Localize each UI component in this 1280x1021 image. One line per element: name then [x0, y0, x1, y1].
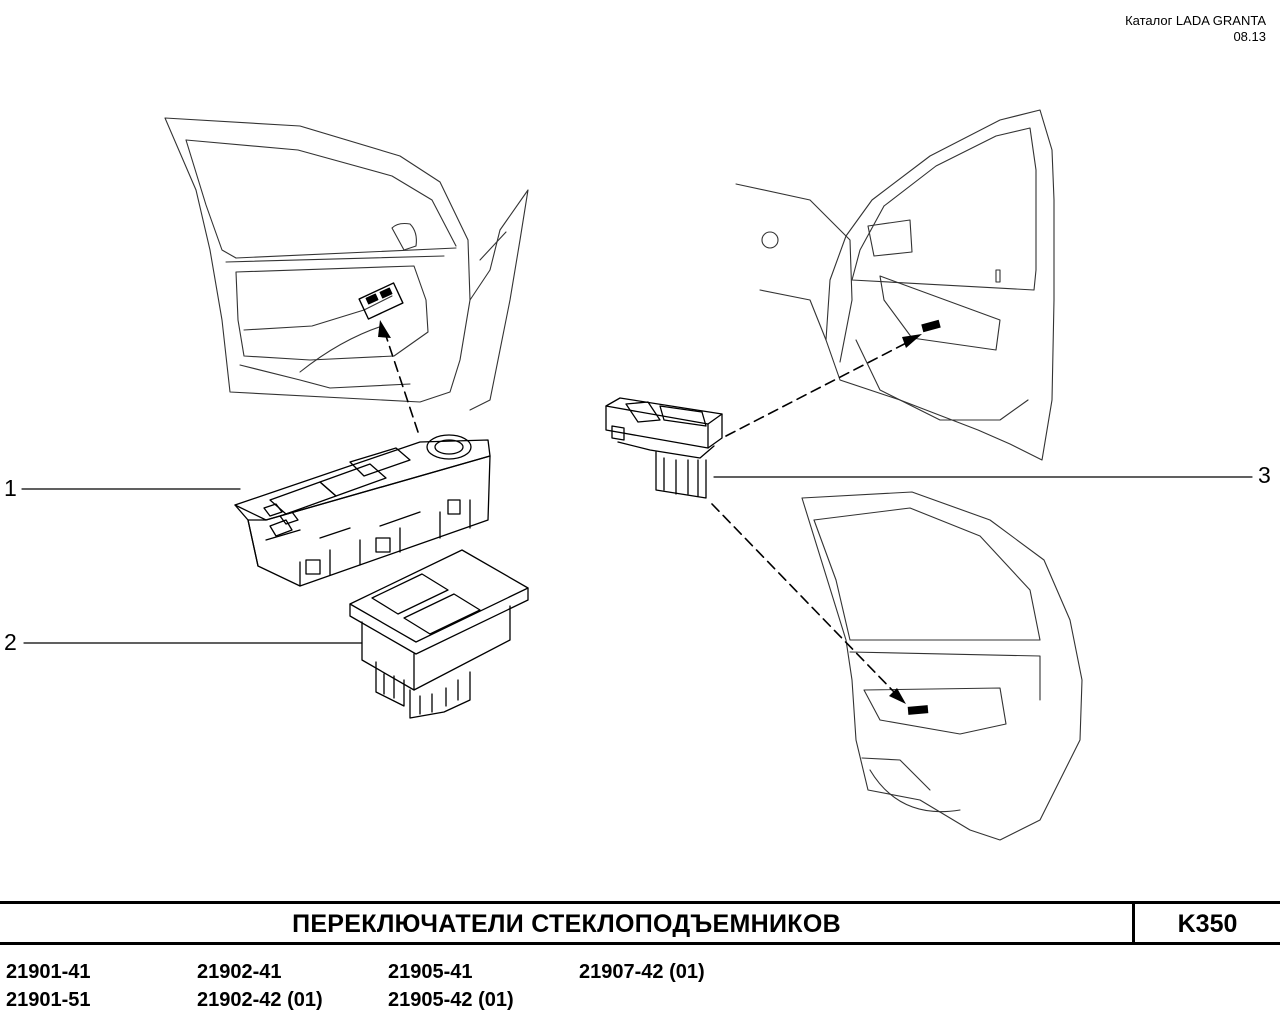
- leader-arrow-front: [383, 329, 419, 433]
- catalog-date: 08.13: [1233, 29, 1266, 44]
- leader-arrow-rear: [711, 503, 897, 695]
- callout-2: 2: [4, 629, 17, 655]
- front-door-drawing: [164, 117, 529, 411]
- front-door-switch-location: [358, 282, 404, 320]
- leader-arrow-front-right: [725, 339, 913, 437]
- model-code: 21902-42 (01): [197, 989, 323, 1011]
- model-column: 21905-41 21905-42 (01): [388, 958, 514, 1014]
- model-column: 21902-41 21902-42 (01): [197, 958, 323, 1014]
- title-divider: [1132, 904, 1135, 942]
- model-code: 21902-41: [197, 961, 282, 983]
- front-right-door-drawing: [735, 109, 1055, 461]
- model-code: 21905-41: [388, 961, 473, 983]
- model-code: 21907-42 (01): [579, 961, 705, 983]
- model-code: 21905-42 (01): [388, 989, 514, 1011]
- arrow-head-front-right: [902, 334, 922, 348]
- callout-1: 1: [4, 475, 17, 501]
- part-3-single-switch: [605, 397, 723, 499]
- model-code: 21901-41: [6, 961, 91, 983]
- part-1-driver-switch-block: [234, 434, 491, 587]
- catalog-name: Каталог LADA GRANTA: [1125, 13, 1266, 28]
- section-code: K350: [1177, 910, 1238, 938]
- arrow-head-rear: [889, 688, 906, 704]
- callout-3: 3: [1258, 462, 1271, 488]
- parts-illustration: [21, 109, 1253, 841]
- front-right-switch-location: [921, 319, 941, 333]
- rear-door-drawing: [801, 491, 1083, 841]
- title-bar: ПЕРЕКЛЮЧАТЕЛИ СТЕКЛОПОДЪЕМНИКОВ K350: [0, 901, 1280, 945]
- catalog-header: Каталог LADA GRANTA 08.13: [1125, 13, 1266, 45]
- rear-door-switch-location: [907, 705, 929, 715]
- model-code: 21901-51: [6, 989, 91, 1011]
- arrow-head-front: [378, 320, 391, 338]
- part-2-double-switch: [349, 549, 529, 719]
- model-column: 21901-41 21901-51: [6, 958, 91, 1014]
- model-column: 21907-42 (01): [579, 958, 705, 986]
- section-title: ПЕРЕКЛЮЧАТЕЛИ СТЕКЛОПОДЪЕМНИКОВ: [292, 910, 841, 938]
